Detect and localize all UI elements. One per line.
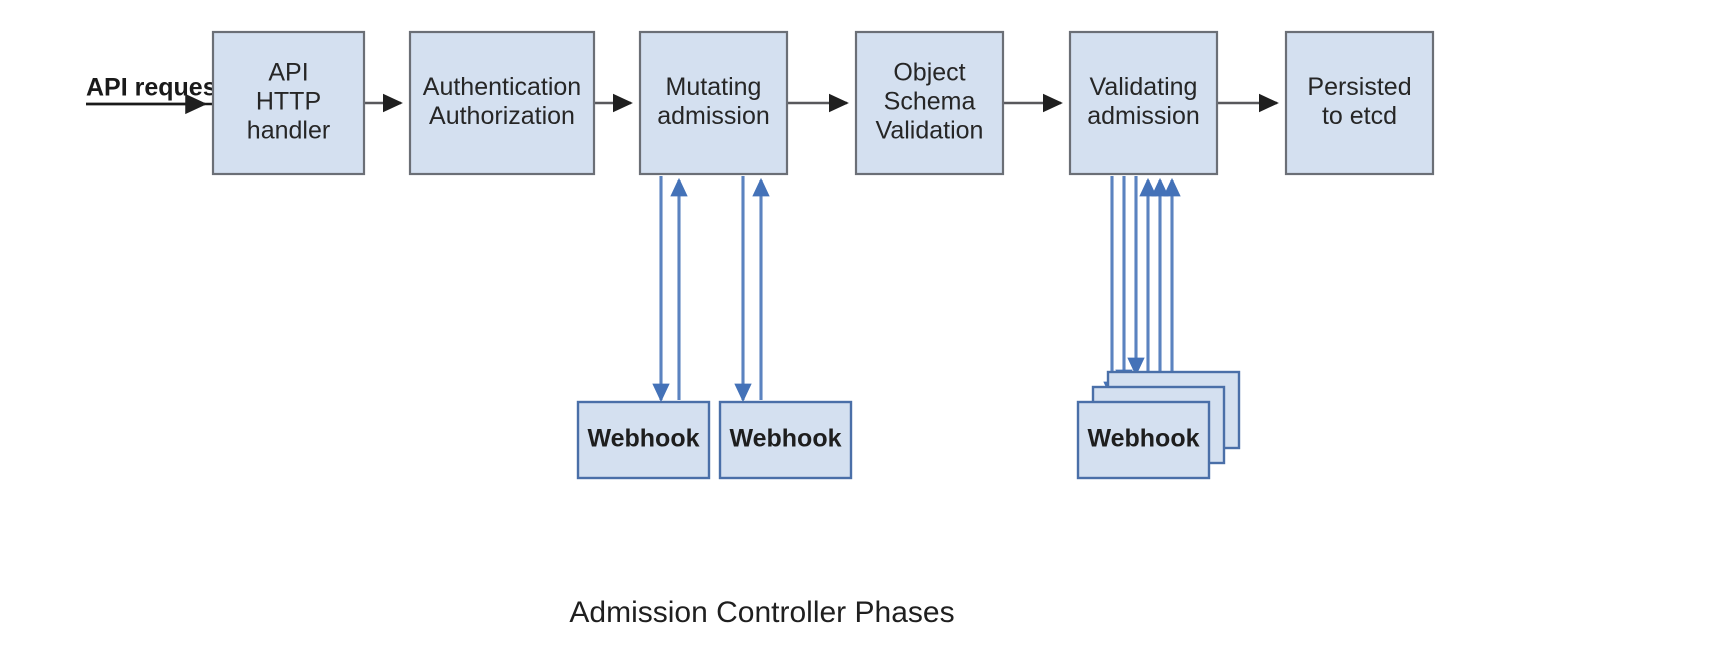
webhook-box-mutating-webhook-2[interactable]: Webhook (718, 400, 853, 480)
phase-label-authentication-authorization-line: Authentication (423, 73, 581, 101)
webhook-call-arrows (652, 176, 1181, 403)
phase-label-authentication-authorization-line: Authorization (429, 102, 575, 130)
phase-label-object-schema-validation-line: Validation (876, 117, 984, 145)
phase-label-object-schema-validation-line: Schema (884, 88, 976, 116)
phase-label-api-http-handler-line: API (268, 59, 308, 87)
phase-label-api-http-handler-line: handler (247, 117, 330, 145)
phase-label-api-http-handler-line: HTTP (256, 88, 321, 116)
phase-label-validating-admission-line: Validating (1090, 73, 1198, 101)
diagram-caption: Admission Controller Phases (569, 596, 954, 629)
webhook-boxes: Webhook Webhook Webhook (576, 370, 1241, 480)
webhook-label-mutating-webhook-1-line: Webhook (587, 425, 699, 453)
phase-label-object-schema-validation-line: Object (893, 59, 965, 87)
webhook-box-mutating-webhook-1[interactable]: Webhook (576, 400, 711, 480)
phase-label-mutating-admission-line: admission (657, 102, 770, 130)
phase-label-mutating-admission-line: Mutating (666, 73, 762, 101)
validating-webhook-label-line: Webhook (1087, 425, 1199, 453)
webhook-label-mutating-webhook-2-line: Webhook (729, 425, 841, 453)
phase-label-validating-admission-line: admission (1087, 102, 1200, 130)
api-request-entry: API request (86, 74, 226, 115)
phase-label-persisted-to-etcd-line: Persisted (1307, 73, 1411, 101)
api-request-label: API request (86, 74, 226, 102)
validating-webhook-front[interactable]: Webhook (1076, 400, 1211, 480)
phase-label-persisted-to-etcd-line: to etcd (1322, 102, 1397, 130)
